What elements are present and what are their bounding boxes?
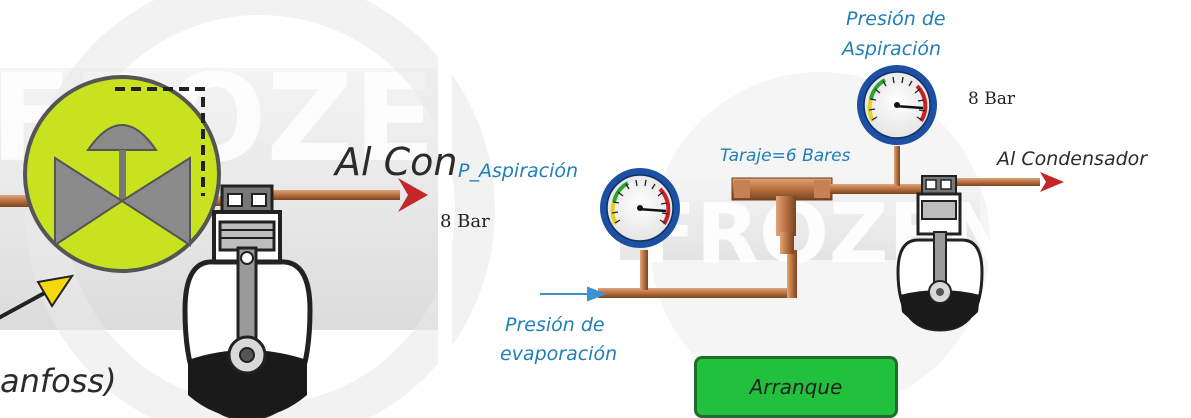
- pressure-gauge-icon: [600, 168, 680, 248]
- valve-setting-label: Taraje=6 Bares: [720, 146, 851, 166]
- arrow-right-icon: [398, 178, 428, 212]
- condenser-label-left: Al Con: [335, 140, 458, 184]
- pipe-gauge-inlet-stem: [640, 250, 648, 290]
- arrow-right-icon: [1040, 172, 1064, 192]
- arrow-inlet-icon: [540, 286, 607, 302]
- pipe-to-condenser: [950, 178, 1040, 186]
- evaporation-label-line2: evaporación: [500, 343, 618, 365]
- pointer-arrow-icon: [0, 274, 75, 320]
- pipe-bypass-riser: [787, 250, 797, 298]
- pipe-gauge-top-stem: [894, 146, 900, 186]
- panel-separator: [438, 0, 452, 418]
- pipe-left-discharge: [268, 190, 400, 200]
- pressure-value-left: 8 Bar: [440, 211, 490, 232]
- pressure-gauge-icon: [857, 65, 937, 145]
- left-panel: FROZEN: [0, 0, 536, 418]
- pressure-valve-tee: [731, 177, 928, 254]
- compressor-icon: [896, 175, 984, 332]
- start-button[interactable]: Arranque: [694, 356, 898, 418]
- right-panel: FROZEN: [540, 65, 1064, 412]
- gauge-suction-title-line2: Aspiración: [842, 38, 942, 60]
- brand-fragment-label: anfoss): [0, 362, 117, 400]
- pipe-suction-line: [598, 288, 794, 298]
- pipe-left-in: [0, 195, 30, 207]
- evaporation-label-line1: Presión de: [505, 314, 605, 336]
- compressor-icon: [182, 184, 313, 418]
- condenser-label-right: Al Condensador: [997, 148, 1148, 170]
- expansion-valve-icon: [23, 75, 221, 273]
- gauge-inlet-title: P_Aspiración: [458, 160, 579, 182]
- pipe-left-valve-out: [200, 196, 240, 206]
- gauge-suction-value: 8 Bar: [968, 89, 1015, 109]
- gauge-suction-title-line1: Presión de: [846, 8, 946, 30]
